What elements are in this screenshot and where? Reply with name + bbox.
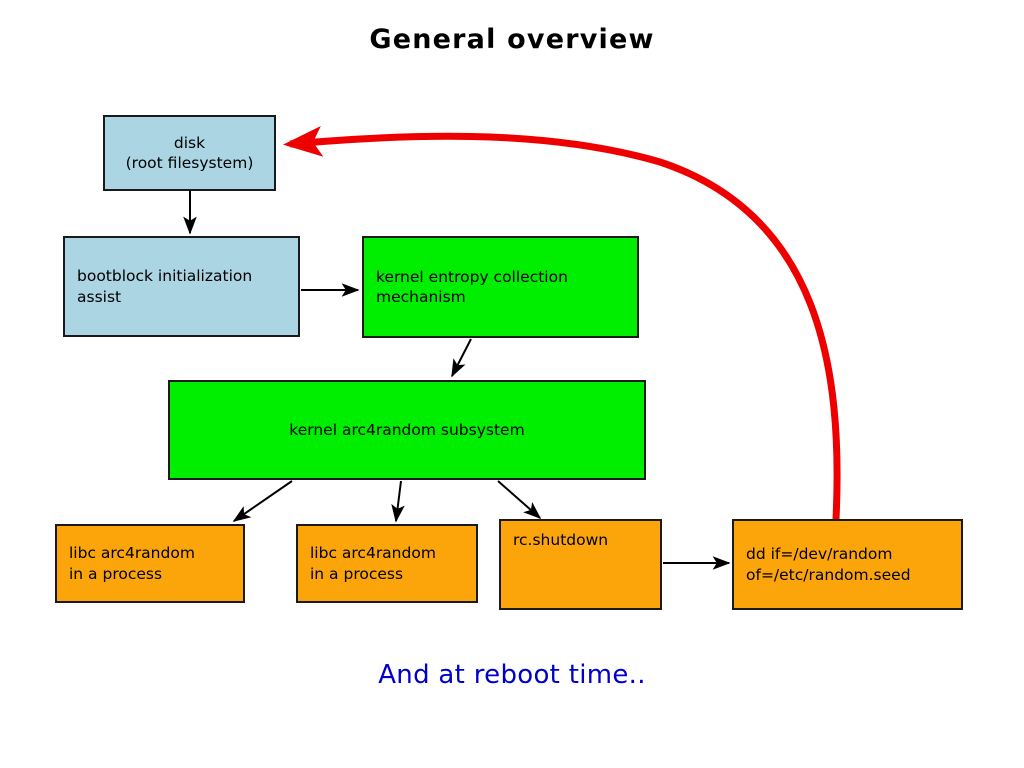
footer-note: And at reboot time.. xyxy=(378,660,646,690)
node-entropy-label: kernel entropy collection mechanism xyxy=(376,267,568,306)
node-disk[interactable]: disk (root filesystem) xyxy=(103,115,276,191)
node-libc2-label: libc arc4random in a process xyxy=(310,544,436,583)
node-dd-label: dd if=/dev/random of=/etc/random.seed xyxy=(746,545,911,584)
node-dd-random-seed[interactable]: dd if=/dev/random of=/etc/random.seed xyxy=(732,519,963,610)
edge-arc4-to-libc2 xyxy=(391,480,405,523)
node-libc-arc4random-process-1[interactable]: libc arc4random in a process xyxy=(55,524,245,603)
node-rc-shutdown[interactable]: rc.shutdown xyxy=(499,519,662,610)
node-arc4-label: kernel arc4random subsystem xyxy=(289,420,525,439)
page-title: General overview xyxy=(369,24,655,55)
node-kernel-entropy-collection-mechanism[interactable]: kernel entropy collection mechanism xyxy=(362,236,639,338)
node-bootblock-label: bootblock initialization assist xyxy=(77,267,253,306)
node-bootblock-initialization-assist[interactable]: bootblock initialization assist xyxy=(63,236,300,337)
node-libc-arc4random-process-2[interactable]: libc arc4random in a process xyxy=(296,524,478,603)
edge-arc4-to-rcshutdown xyxy=(497,480,542,520)
edge-arc4-to-libc1 xyxy=(232,480,293,522)
node-disk-label: disk (root filesystem) xyxy=(125,133,254,172)
node-kernel-arc4random-subsystem[interactable]: kernel arc4random subsystem xyxy=(168,380,646,480)
node-rcshutdown-label: rc.shutdown xyxy=(513,531,609,549)
edge-entropy-to-arc4 xyxy=(451,338,472,378)
node-libc1-label: libc arc4random in a process xyxy=(69,544,195,583)
